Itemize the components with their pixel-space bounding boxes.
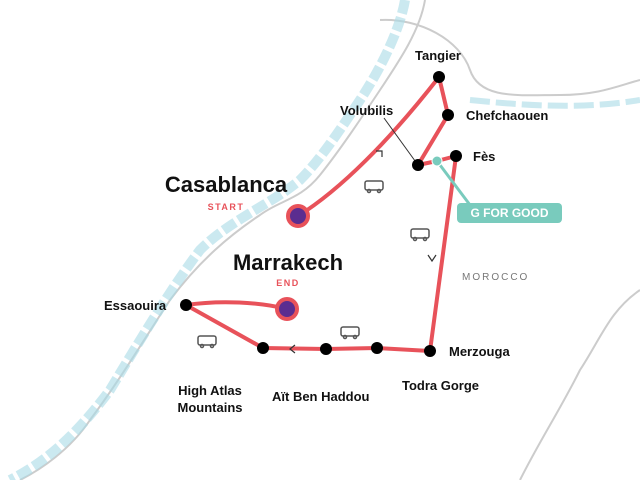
marker-fes	[450, 150, 462, 162]
bus-icons	[197, 180, 430, 349]
start-tag: START	[207, 202, 245, 212]
marker-ait	[320, 343, 332, 355]
volubilis-leader-line	[383, 117, 419, 166]
country-label: MOROCCO	[462, 272, 530, 283]
marker-merzouga	[424, 345, 436, 357]
bus-icon	[364, 180, 384, 194]
label-mountains: Mountains	[177, 400, 243, 415]
marker-todra	[371, 342, 383, 354]
label-volubilis: Volubilis	[340, 103, 394, 118]
g-for-good-marker	[431, 155, 443, 167]
marker-essaouira	[180, 299, 192, 311]
label-todra-gorge: Todra Gorge	[402, 378, 480, 393]
end-city-label: Marrakech	[232, 250, 344, 275]
end-marker	[275, 297, 299, 321]
label-chefchaouen: Chefchaouen	[466, 108, 549, 123]
label-high-atlas: High Atlas	[178, 383, 242, 398]
marker-high-atlas	[257, 342, 269, 354]
direction-arrows	[289, 150, 437, 354]
end-tag: END	[276, 278, 300, 288]
marker-chefchaouen	[442, 109, 454, 121]
marker-volubilis	[412, 159, 424, 171]
route	[184, 75, 458, 353]
label-tangier: Tangier	[415, 48, 461, 63]
bus-icon	[197, 335, 217, 349]
label-merzouga: Merzouga	[449, 344, 510, 359]
g-for-good-badge[interactable]: G FOR GOOD	[457, 203, 562, 223]
label-essaouira: Essaouira	[104, 298, 167, 313]
badge-leader-line	[435, 160, 472, 206]
bus-icon	[410, 228, 430, 242]
stop-markers	[180, 71, 462, 357]
marker-tangier	[433, 71, 445, 83]
label-ait-ben-haddou: Aït Ben Haddou	[272, 389, 370, 404]
start-city-label: Casablanca	[164, 172, 288, 197]
bus-icon	[340, 326, 360, 340]
coastline	[7, 0, 640, 480]
label-fes: Fès	[473, 149, 496, 164]
start-marker	[286, 204, 310, 228]
